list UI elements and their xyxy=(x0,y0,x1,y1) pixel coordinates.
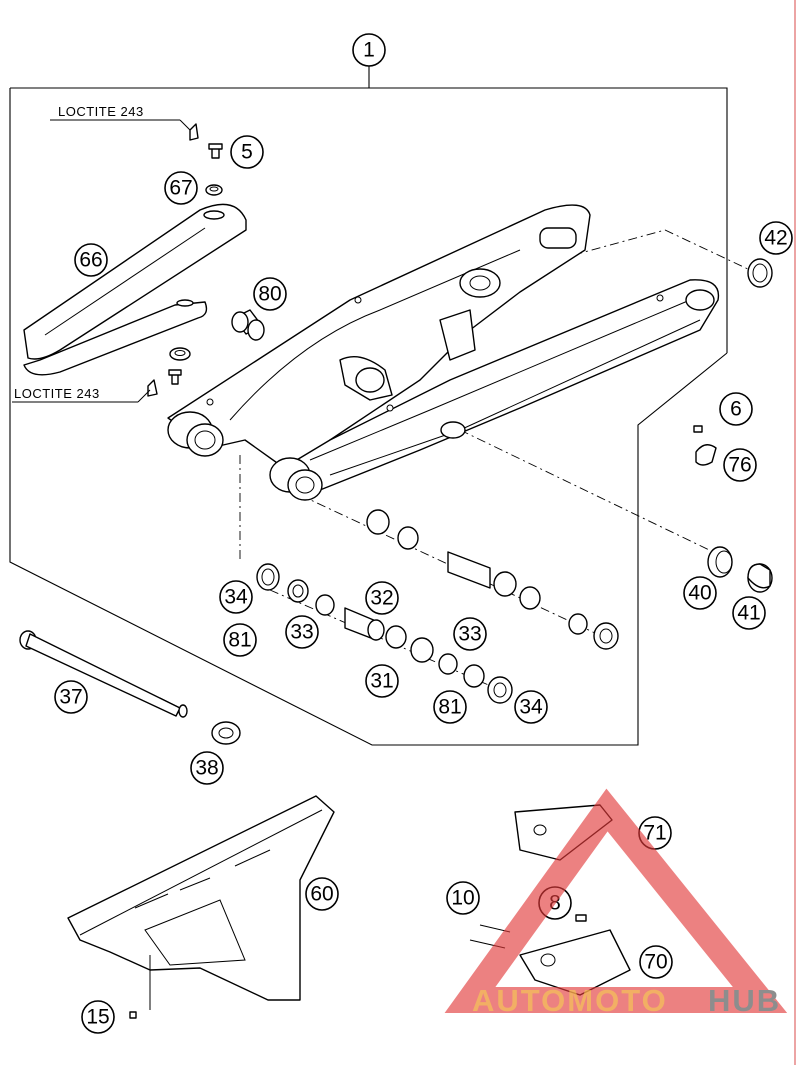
callout-10-label: 10 xyxy=(451,887,474,910)
callout-41-label: 41 xyxy=(737,602,760,625)
callout-40: 40 xyxy=(683,576,717,610)
watermark-text-primary: AUTOMOTO xyxy=(472,983,668,1018)
callout-81b-label: 81 xyxy=(438,696,461,719)
bushing-80-part xyxy=(231,309,265,341)
callout-33a: 33 xyxy=(285,615,319,649)
callout-32: 32 xyxy=(365,581,399,615)
callout-67: 67 xyxy=(164,171,198,205)
callout-80-label: 80 xyxy=(258,283,281,306)
callout-38-label: 38 xyxy=(195,757,218,780)
callout-70: 70 xyxy=(639,945,673,979)
screw-clip-part xyxy=(693,425,717,466)
callout-60-label: 60 xyxy=(310,883,333,906)
watermark-triangle-icon xyxy=(444,788,788,1013)
callout-33a-label: 33 xyxy=(290,621,313,644)
callout-42-label: 42 xyxy=(764,227,787,250)
callout-34a-label: 34 xyxy=(224,586,248,609)
assembly-frame xyxy=(9,65,728,746)
callout-38: 38 xyxy=(190,751,224,785)
ring-42-part xyxy=(747,258,773,288)
callout-5-label: 5 xyxy=(241,141,253,164)
chain-cover-part xyxy=(67,795,335,1019)
callout-40-label: 40 xyxy=(688,582,711,605)
nut-38-part xyxy=(211,721,241,745)
callout-42: 42 xyxy=(759,221,793,255)
bottom-bolt-part xyxy=(147,347,191,397)
callout-6: 6 xyxy=(719,392,753,426)
callout-assembly-label: 1 xyxy=(363,39,375,62)
callout-34b-label: 34 xyxy=(519,696,543,719)
loctite-note-bottom: LOCTITE 243 xyxy=(12,386,151,403)
swingarm-part xyxy=(167,204,720,501)
callout-33b-label: 33 xyxy=(458,623,481,646)
callout-32-label: 32 xyxy=(370,587,393,610)
watermark-text-secondary: HUB xyxy=(708,983,781,1018)
callout-33b: 33 xyxy=(453,617,487,651)
callout-5: 5 xyxy=(230,135,264,169)
callout-66-label: 66 xyxy=(79,249,102,272)
ring-40-cap-41-part xyxy=(707,546,773,593)
callout-assembly: 1 xyxy=(352,33,386,67)
callout-81a-label: 81 xyxy=(228,629,251,652)
callout-37-label: 37 xyxy=(59,686,82,709)
callout-70-label: 70 xyxy=(644,951,667,974)
callout-10: 10 xyxy=(446,881,480,915)
loctite-note-top-text: LOCTITE 243 xyxy=(58,104,144,119)
callout-34a: 34 xyxy=(219,580,253,614)
watermark-logo: AUTOMOTO HUB xyxy=(444,788,788,1018)
loctite-note-bottom-text: LOCTITE 243 xyxy=(14,386,100,401)
callout-37: 37 xyxy=(54,680,88,714)
callout-31: 31 xyxy=(365,664,399,698)
bearing-stack-part xyxy=(256,509,619,704)
callout-15: 15 xyxy=(81,1000,115,1034)
callout-34b: 34 xyxy=(514,690,548,724)
axle-37-part xyxy=(19,630,188,718)
top-bolt-part xyxy=(189,123,223,196)
callout-41: 41 xyxy=(732,596,766,630)
callout-81a: 81 xyxy=(223,623,257,657)
callout-67-label: 67 xyxy=(169,177,192,200)
callout-15-label: 15 xyxy=(86,1006,109,1029)
chain-guide-part xyxy=(23,203,247,376)
callout-66: 66 xyxy=(74,243,108,277)
loctite-note-top: LOCTITE 243 xyxy=(50,104,191,131)
callout-81b: 81 xyxy=(433,690,467,724)
callout-60: 60 xyxy=(305,877,339,911)
callout-80: 80 xyxy=(253,277,287,311)
callout-group: 5 67 66 80 42 6 76 40 41 34 81 33 32 33 31 81 34 37 38 60 10… xyxy=(54,135,793,1034)
callout-71-label: 71 xyxy=(643,822,666,845)
callout-6-label: 6 xyxy=(730,398,742,421)
callout-31-label: 31 xyxy=(370,670,393,693)
callout-76: 76 xyxy=(723,448,757,482)
callout-76-label: 76 xyxy=(728,454,751,477)
